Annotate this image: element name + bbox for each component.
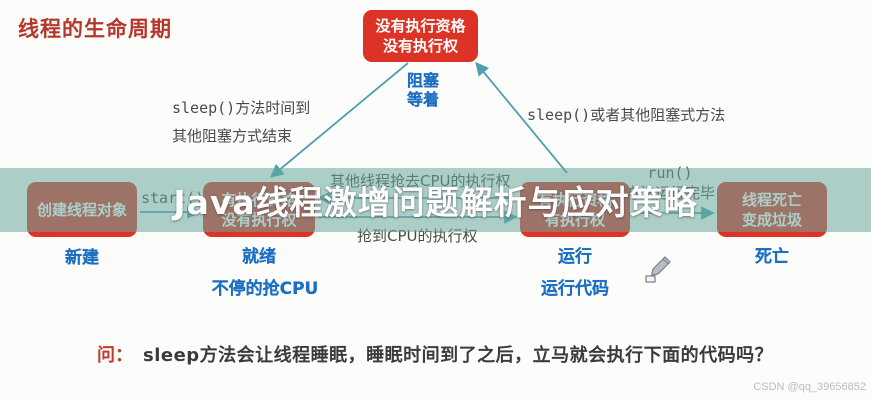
state-label-ready: 就绪 <box>242 247 276 267</box>
state-label-dead: 死亡 <box>755 247 789 267</box>
question-prefix: 问： <box>97 345 133 366</box>
blocked-state-box: 没有执行资格 没有执行权 <box>363 10 478 62</box>
state-label-ready-sub: 不停的抢CPU <box>211 279 319 299</box>
wake-transition-label: sleep()方法时间到 其他阻塞方式结束 <box>172 99 311 145</box>
question-row: 问： sleep方法会让线程睡眠，睡眠时间到了之后，立马就会执行下面的代码吗？ <box>97 341 773 367</box>
article-title-banner: Java线程激增问题解析与应对策略 <box>0 168 871 232</box>
blocked-box-line2: 没有执行权 <box>382 37 458 55</box>
blocked-state-label: 阻塞 等着 <box>406 71 439 109</box>
article-title: Java线程激增问题解析与应对策略 <box>173 183 698 222</box>
page-title: 线程的生命周期 <box>18 17 172 41</box>
pencil-cursor-icon <box>645 256 671 283</box>
state-label-new: 新建 <box>65 248 99 268</box>
question-text: sleep方法会让线程睡眠，睡眠时间到了之后，立马就会执行下面的代码吗？ <box>143 345 774 366</box>
state-label-running: 运行 <box>558 247 592 267</box>
state-label-running-sub: 运行代码 <box>541 279 609 299</box>
enter-blocked-label: sleep()或者其他阻塞式方法 <box>527 106 726 124</box>
blocked-box-line1: 没有执行资格 <box>375 17 466 35</box>
watermark: CSDN @qq_39656852 <box>753 381 866 393</box>
